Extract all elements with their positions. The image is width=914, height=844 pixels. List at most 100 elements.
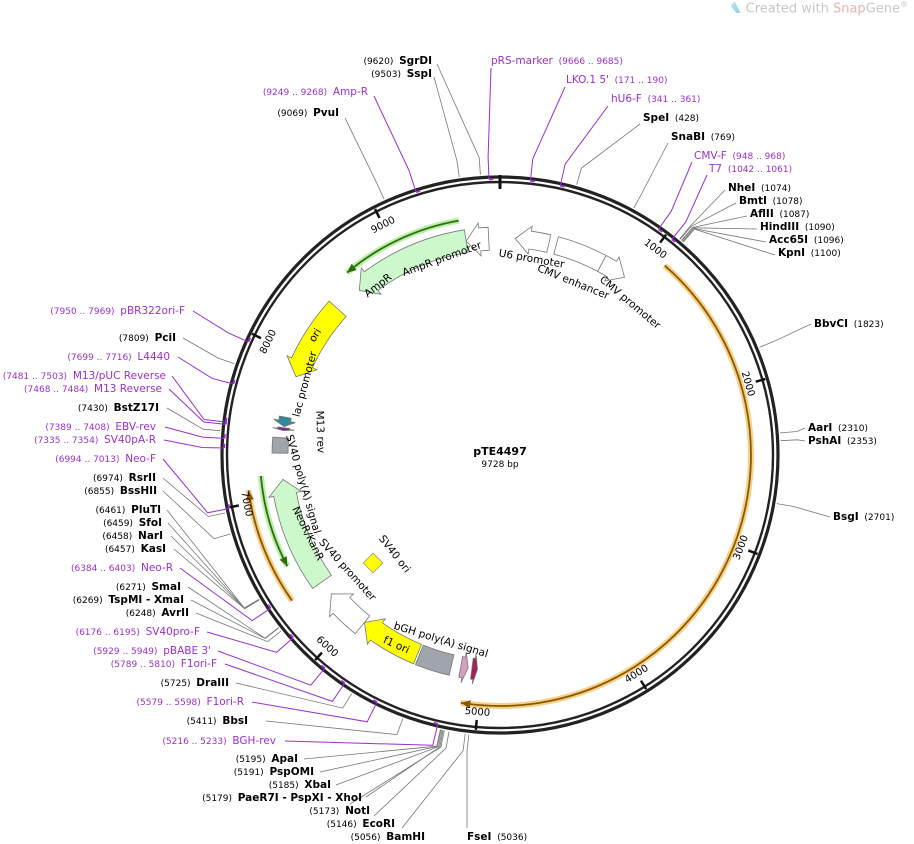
site-label[interactable]: SpeI (428) xyxy=(643,112,699,124)
primer-hu6-f[interactable]: hU6-F (341 .. 361) xyxy=(559,93,700,188)
feature-sv40-ori[interactable] xyxy=(362,552,384,574)
site-label[interactable]: FseI (5036) xyxy=(467,831,527,843)
feature-sv40-promoter[interactable] xyxy=(329,593,371,635)
site-acc65i[interactable]: Acc65I (1096) xyxy=(682,228,844,246)
site-xbai[interactable]: (5185) XbaI xyxy=(269,729,443,791)
site-label[interactable]: (6176 .. 6195) SV40pro-F xyxy=(76,626,200,638)
feature-cmv-promoter[interactable] xyxy=(597,254,625,282)
feature-u6-promoter[interactable] xyxy=(514,225,552,255)
primer-t7[interactable]: T7 (1042 .. 1061) xyxy=(671,163,792,243)
site-apai[interactable]: (5195) ApaI xyxy=(236,729,441,765)
site-label[interactable]: (7389 .. 7408) EBV-rev xyxy=(45,421,156,433)
site-label[interactable]: (5725) DraIII xyxy=(161,677,229,689)
site-label[interactable]: (5146) EcoRI xyxy=(327,818,395,830)
site-bbvci[interactable]: BbvCI (1823) xyxy=(759,318,884,348)
primer-f1ori-f[interactable]: (5789 .. 5810) F1ori-F xyxy=(111,658,346,702)
site-label[interactable]: hU6-F (341 .. 361) xyxy=(611,93,700,105)
site-label[interactable]: (6458) NarI xyxy=(102,530,163,542)
orf-arc[interactable] xyxy=(460,264,752,707)
site-bstz17i[interactable]: (7430) BstZ17I xyxy=(78,402,221,432)
site-label[interactable]: (7468 .. 7484) M13 Reverse xyxy=(24,383,162,395)
site-label[interactable]: (5929 .. 5949) pBABE 3' xyxy=(93,645,211,657)
site-pcii[interactable]: (7809) PciI xyxy=(119,332,235,364)
site-label[interactable]: (6384 .. 6403) Neo-R xyxy=(71,562,173,574)
site-label[interactable]: (6461) PluTI xyxy=(95,504,161,516)
feature-unnamed-13[interactable] xyxy=(458,652,469,683)
site-label[interactable]: (7481 .. 7503) M13/pUC Reverse xyxy=(3,370,166,382)
site-label[interactable]: (9620) SgrDI xyxy=(363,55,432,67)
site-sspi[interactable]: (9503) SspI xyxy=(371,68,460,178)
feature-neor-kanr[interactable] xyxy=(267,478,333,590)
site-label[interactable]: (7809) PciI xyxy=(119,332,176,344)
site-pluti[interactable]: (6461) PluTI xyxy=(95,504,260,609)
site-bamhi[interactable]: (5056) BamHI xyxy=(351,733,466,843)
site-label[interactable]: BbvCI (1823) xyxy=(814,318,884,330)
site-label[interactable]: (5579 .. 5598) F1ori-R xyxy=(137,696,244,708)
site-bsshii[interactable]: (6855) BssHII xyxy=(84,485,231,540)
site-label[interactable]: pRS-marker (9666 .. 9685) xyxy=(491,55,623,67)
primer-pbr322ori-f[interactable]: (7950 .. 7969) pBR322ori-F xyxy=(50,305,252,343)
site-label[interactable]: (5216 .. 5233) BGH-rev xyxy=(162,735,276,747)
site-label[interactable]: AarI (2310) xyxy=(808,422,868,434)
feature-f1-ori[interactable] xyxy=(363,618,423,665)
orf-arc[interactable] xyxy=(346,219,459,274)
site-label[interactable]: SnaBI (769) xyxy=(671,131,735,143)
site-label[interactable]: (7950 .. 7969) pBR322ori-F xyxy=(50,305,185,317)
feature-ori[interactable] xyxy=(286,300,347,378)
feature-bgh-poly-a-signal[interactable] xyxy=(414,644,455,676)
site-label[interactable]: (7335 .. 7354) SV40pA-R xyxy=(34,434,156,446)
site-pvui[interactable]: (9069) PvuI xyxy=(277,107,385,200)
site-snabi[interactable]: SnaBI (769) xyxy=(633,131,735,209)
feature-ampr[interactable] xyxy=(358,229,469,295)
site-label[interactable]: BsgI (2701) xyxy=(833,511,894,523)
site-avrii[interactable]: (6248) AvrII xyxy=(126,607,282,643)
site-fsei[interactable]: FseI (5036) xyxy=(466,734,527,843)
site-aflii[interactable]: AflII (1087) xyxy=(681,208,810,241)
site-aari[interactable]: AarI (2310) xyxy=(780,422,868,434)
primer-m13-puc-reverse[interactable]: (7481 .. 7503) M13/pUC Reverse xyxy=(3,370,228,423)
feature-sv40-poly-a-signal[interactable] xyxy=(271,436,290,454)
primer-lko-1-5-[interactable]: LKO.1 5' (171 .. 190) xyxy=(529,74,668,183)
site-label[interactable]: CMV-F (948 .. 968) xyxy=(694,150,785,162)
site-label[interactable]: PshAI (2353) xyxy=(808,435,877,447)
site-kpni[interactable]: KpnI (1100) xyxy=(682,228,841,259)
site-smai[interactable]: (6271) SmaI xyxy=(116,581,279,639)
feature-m13-rev[interactable] xyxy=(272,426,295,432)
site-pspomi[interactable]: (5191) PspOMI xyxy=(234,729,442,778)
site-label[interactable]: (6994 .. 7013) Neo-F xyxy=(55,453,156,465)
site-pshai[interactable]: PshAI (2353) xyxy=(780,435,877,447)
primer-sv40pro-f[interactable]: (6176 .. 6195) SV40pro-F xyxy=(76,626,294,653)
feature-ampr-promoter[interactable] xyxy=(465,221,490,257)
site-noti[interactable]: (5173) NotI xyxy=(309,730,445,817)
site-label[interactable]: LKO.1 5' (171 .. 190) xyxy=(566,74,668,86)
primer-l4440[interactable]: (7699 .. 7716) L4440 xyxy=(67,351,236,385)
site-label[interactable]: (6248) AvrII xyxy=(126,607,189,619)
primer-sv40pa-r[interactable]: (7335 .. 7354) SV40pA-R xyxy=(34,434,226,449)
site-label[interactable]: (5185) XbaI xyxy=(269,779,331,791)
site-label[interactable]: (5191) PspOMI xyxy=(234,766,314,778)
site-label[interactable]: (5179) PaeR7I - PspXI - XhoI xyxy=(202,792,362,804)
site-bmti[interactable]: BmtI (1078) xyxy=(679,195,803,240)
primer-amp-r[interactable]: (9249 .. 9268) Amp-R xyxy=(263,86,421,194)
primer-bgh-rev[interactable]: (5216 .. 5233) BGH-rev xyxy=(162,721,439,747)
site-label[interactable]: (9069) PvuI xyxy=(277,107,339,119)
site-label[interactable]: (7430) BstZ17I xyxy=(78,402,159,414)
site-label[interactable]: (5195) ApaI xyxy=(236,753,298,765)
site-ecori[interactable]: (5146) EcoRI xyxy=(327,731,450,830)
site-rsrii[interactable]: (6974) RsrII xyxy=(93,472,226,517)
site-label[interactable]: NheI (1074) xyxy=(728,182,791,194)
site-hindiii[interactable]: HindIII (1090) xyxy=(681,221,835,242)
site-label[interactable]: BmtI (1078) xyxy=(739,195,803,207)
site-draiii[interactable]: (5725) DraIII xyxy=(161,677,353,709)
primer-pbabe-3-[interactable]: (5929 .. 5949) pBABE 3' xyxy=(93,645,326,686)
primer-ebv-rev[interactable]: (7389 .. 7408) EBV-rev xyxy=(45,421,226,439)
site-label[interactable]: (5056) BamHI xyxy=(351,831,425,843)
feature-lac-promoter[interactable] xyxy=(273,415,296,427)
site-label[interactable]: (5789 .. 5810) F1ori-F xyxy=(111,658,217,670)
site-label[interactable]: HindIII (1090) xyxy=(760,221,835,233)
site-bbsi[interactable]: (5411) BbsI xyxy=(187,715,404,736)
primer-prs-marker[interactable]: pRS-marker (9666 .. 9685) xyxy=(487,55,623,181)
site-label[interactable]: (9249 .. 9268) Amp-R xyxy=(263,86,368,98)
site-label[interactable]: T7 (1042 .. 1061) xyxy=(708,163,792,175)
site-label[interactable]: AflII (1087) xyxy=(750,208,809,220)
